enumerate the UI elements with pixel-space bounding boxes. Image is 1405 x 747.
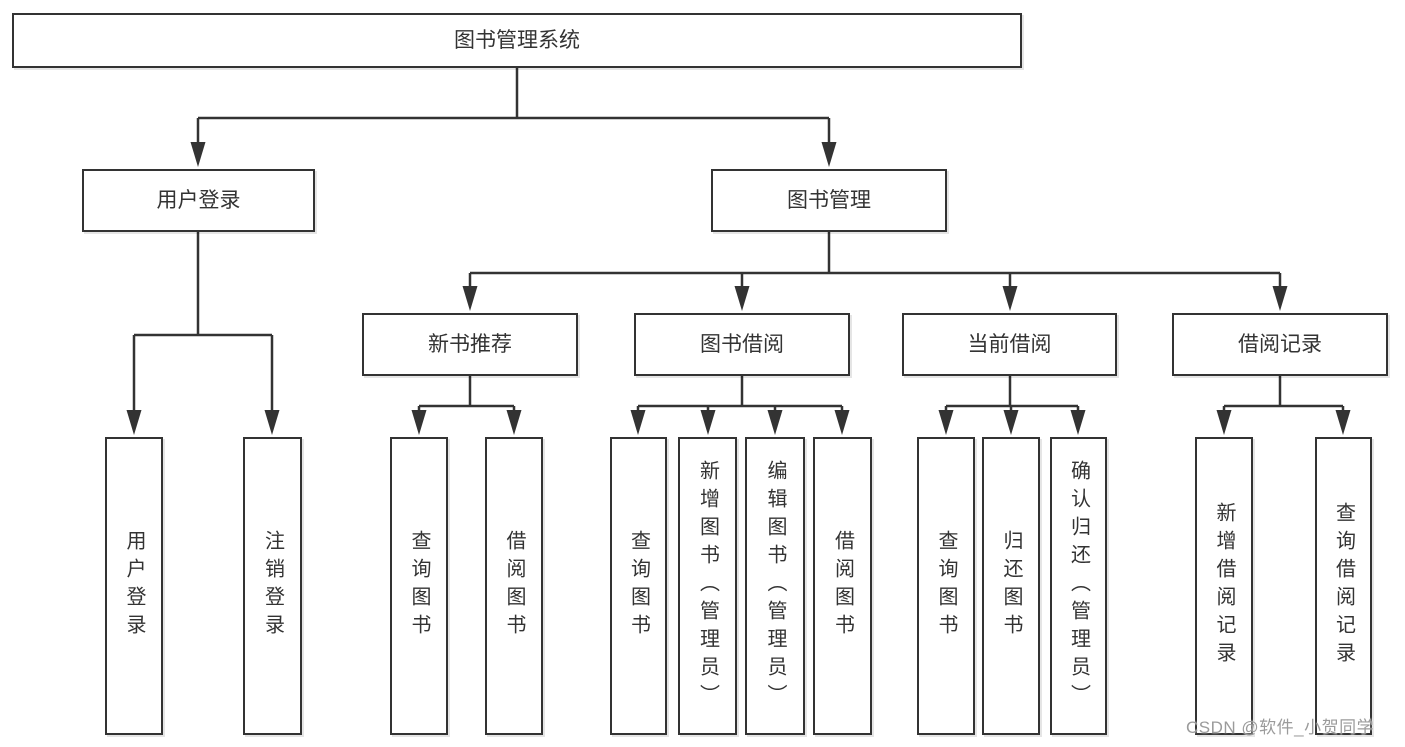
arrow-icon (1272, 286, 1288, 311)
arrow-icon (1216, 410, 1232, 435)
node-book-borrow: 图书借阅 (634, 313, 850, 376)
node-new-book-recommend: 新书推荐 (362, 313, 578, 376)
arrow-icon (1002, 286, 1018, 311)
arrow-icon (938, 410, 954, 435)
leaf-borrow-books-recommend: 借阅图书 (485, 437, 543, 735)
connector-book-borrow (636, 376, 844, 412)
node-borrow-records: 借阅记录 (1172, 313, 1388, 376)
leaf-add-book-admin: 新增图书（管理员） (678, 437, 737, 735)
connector-user-login (132, 232, 274, 412)
arrow-icon (126, 410, 142, 435)
leaf-user-login: 用户登录 (105, 437, 163, 735)
leaf-query-books-recommend: 查询图书 (390, 437, 448, 735)
leaf-edit-book-admin: 编辑图书（管理员） (745, 437, 805, 735)
node-library-management-system: 图书管理系统 (12, 13, 1022, 68)
leaf-query-books-borrow: 查询图书 (610, 437, 667, 735)
connector-borrow-records (1222, 376, 1345, 412)
watermark: CSDN @软件_小贺同学 (1186, 718, 1375, 737)
leaf-confirm-return-admin: 确认归还（管理员） (1050, 437, 1107, 735)
leaf-logout: 注销登录 (243, 437, 302, 735)
arrow-icon (506, 410, 522, 435)
connector-new-book-recommend (417, 376, 516, 412)
node-book-management: 图书管理 (711, 169, 947, 232)
arrow-icon (1335, 410, 1351, 435)
arrow-icon (462, 286, 478, 311)
arrow-icon (190, 142, 206, 167)
node-user-login: 用户登录 (82, 169, 315, 232)
connector-current-borrow (944, 376, 1080, 412)
arrow-icon (767, 410, 783, 435)
arrow-icon (700, 410, 716, 435)
arrow-icon (264, 410, 280, 435)
node-current-borrow: 当前借阅 (902, 313, 1117, 376)
arrow-icon (734, 286, 750, 311)
connector-root (196, 68, 831, 144)
leaf-return-book: 归还图书 (982, 437, 1040, 735)
arrow-icon (821, 142, 837, 167)
arrow-icon (1003, 410, 1019, 435)
arrow-icon (834, 410, 850, 435)
arrowheads (126, 142, 1351, 435)
arrow-icon (411, 410, 427, 435)
leaf-query-borrow-record: 查询借阅记录 (1315, 437, 1372, 735)
arrow-icon (630, 410, 646, 435)
leaf-add-borrow-record: 新增借阅记录 (1195, 437, 1253, 735)
leaf-borrow-books: 借阅图书 (813, 437, 872, 735)
connector-book-management (468, 232, 1282, 288)
leaf-query-books-current: 查询图书 (917, 437, 975, 735)
arrow-icon (1070, 410, 1086, 435)
